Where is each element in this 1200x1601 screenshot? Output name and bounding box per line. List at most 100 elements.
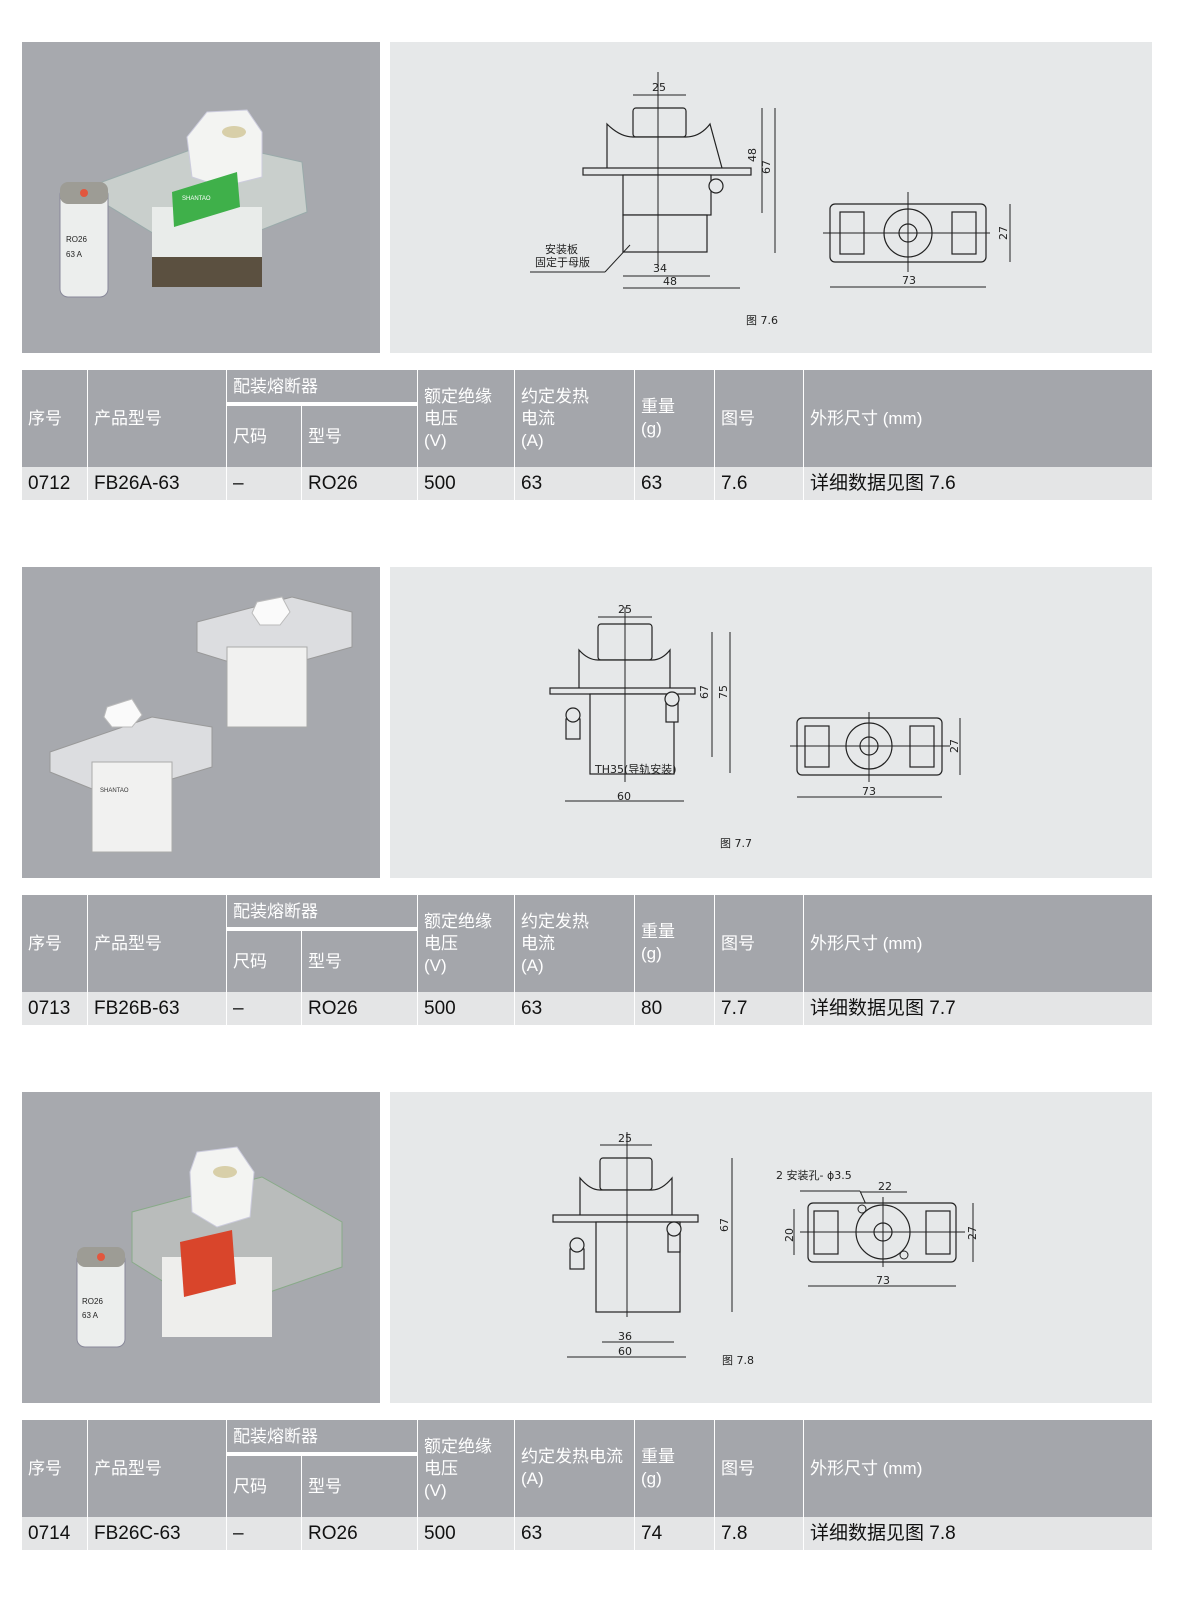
fuse-holder-illustration: RO26 63 A (76, 1146, 343, 1348)
header-dimensions: 外形尺寸 (mm) (804, 1420, 1152, 1517)
spec-table-fb26b: 序号 产品型号 配装熔断器 尺码 型号 额定绝缘电压(V) 约定发热电流(A) … (22, 895, 1152, 1025)
header-weight: 重量(g) (635, 370, 714, 467)
brand-label: SHANTAO (182, 196, 211, 202)
technical-drawing: 25 48 67 34 48 安装板 固定于母版 27 73 图 7.6 (530, 72, 1011, 327)
cell-size: – (227, 992, 301, 1025)
header-voltage: 额定绝缘电压(V) (418, 1420, 514, 1517)
technical-drawing: 25 67 36 60 2 安装孔- ϕ3.5 22 20 27 73 图 7.… (552, 1132, 979, 1367)
cell-fuse-model: RO26 (302, 992, 417, 1025)
dimension-drawing-7-8: 25 67 36 60 2 安装孔- ϕ3.5 22 20 27 73 图 7.… (390, 1092, 1152, 1403)
product-photo-fb26c: RO26 63 A (22, 1092, 380, 1403)
header-dimensions: 外形尺寸 (mm) (804, 370, 1152, 467)
svg-text:RO26: RO26 (66, 235, 87, 244)
figure-caption: 图 7.7 (720, 837, 752, 850)
svg-text:25: 25 (618, 1132, 632, 1145)
header-voltage: 额定绝缘电压(V) (418, 370, 514, 467)
svg-text:67: 67 (718, 1218, 731, 1232)
header-figure: 图号 (715, 370, 803, 467)
header-fuse-model: 型号 (302, 931, 417, 992)
header-size: 尺码 (227, 406, 301, 467)
header-model: 产品型号 (88, 1420, 226, 1517)
header-model: 产品型号 (88, 370, 226, 467)
cell-voltage: 500 (418, 992, 514, 1025)
svg-text:63 A: 63 A (66, 250, 83, 259)
svg-text:固定于母版: 固定于母版 (535, 255, 590, 269)
svg-text:27: 27 (997, 226, 1010, 240)
svg-text:75: 75 (717, 685, 730, 699)
svg-text:2 安装孔- ϕ3.5: 2 安装孔- ϕ3.5 (776, 1168, 852, 1182)
cell-figure: 7.6 (715, 467, 803, 500)
fuse-holder-illustration: SHANTAO RO26 63 A (59, 109, 308, 298)
cell-seq: 0712 (22, 467, 87, 500)
svg-text:60: 60 (618, 1345, 632, 1358)
cell-weight: 80 (635, 992, 714, 1025)
cell-model: FB26A-63 (88, 467, 226, 500)
cell-seq: 0714 (22, 1517, 87, 1550)
header-current: 约定发热电流(A) (515, 370, 634, 467)
fuse-holder-illustration: SHANTAO (49, 596, 353, 853)
svg-text:20: 20 (783, 1228, 796, 1242)
cell-figure: 7.8 (715, 1517, 803, 1550)
dimension-drawing-7-6: 25 48 67 34 48 安装板 固定于母版 27 73 图 7.6 (390, 42, 1152, 353)
cell-voltage: 500 (418, 467, 514, 500)
figure-caption: 图 7.6 (746, 314, 778, 327)
svg-text:27: 27 (948, 739, 961, 753)
cell-voltage: 500 (418, 1517, 514, 1550)
svg-text:60: 60 (617, 790, 631, 803)
svg-text:34: 34 (653, 262, 667, 275)
svg-text:63 A: 63 A (82, 1311, 99, 1320)
svg-text:36: 36 (618, 1330, 632, 1343)
cell-weight: 74 (635, 1517, 714, 1550)
svg-text:SHANTAO: SHANTAO (100, 788, 129, 794)
product-photo-fb26a: SHANTAO RO26 63 A (22, 42, 380, 353)
header-model: 产品型号 (88, 895, 226, 992)
header-size: 尺码 (227, 1456, 301, 1517)
svg-text:67: 67 (698, 685, 711, 699)
cell-fuse-model: RO26 (302, 1517, 417, 1550)
header-voltage: 额定绝缘电压(V) (418, 895, 514, 992)
svg-text:RO26: RO26 (82, 1297, 103, 1306)
svg-text:TH35(导轨安装): TH35(导轨安装) (594, 762, 677, 776)
spec-table-fb26c: 序号 产品型号 配装熔断器 尺码 型号 额定绝缘电压(V) 约定发热电流(A) … (22, 1420, 1152, 1550)
cell-size: – (227, 1517, 301, 1550)
svg-text:48: 48 (746, 148, 759, 162)
header-seq: 序号 (22, 1420, 87, 1517)
dimension-drawing-7-7: 25 67 75 TH35(导轨安装) 60 27 73 图 7.7 (390, 567, 1152, 878)
cell-model: FB26B-63 (88, 992, 226, 1025)
cell-size: – (227, 467, 301, 500)
svg-text:安装板: 安装板 (545, 242, 578, 256)
cell-dimensions: 详细数据见图 7.6 (804, 467, 1152, 500)
header-seq: 序号 (22, 895, 87, 992)
technical-drawing: 25 67 75 TH35(导轨安装) 60 27 73 图 7.7 (549, 603, 961, 850)
cell-figure: 7.7 (715, 992, 803, 1025)
header-size: 尺码 (227, 931, 301, 992)
header-figure: 图号 (715, 1420, 803, 1517)
figure-caption: 图 7.8 (722, 1354, 754, 1367)
cell-current: 63 (515, 992, 634, 1025)
header-current: 约定发热电流(A) (515, 1420, 634, 1517)
header-figure: 图号 (715, 895, 803, 992)
header-fuse-model: 型号 (302, 406, 417, 467)
svg-text:73: 73 (902, 274, 916, 287)
header-seq: 序号 (22, 370, 87, 467)
header-current: 约定发热电流(A) (515, 895, 634, 992)
spec-table-fb26a: 序号 产品型号 配装熔断器 尺码 型号 额定绝缘电压(V) 约定发热电流(A) … (22, 370, 1152, 500)
svg-text:73: 73 (876, 1274, 890, 1287)
svg-text:27: 27 (966, 1226, 979, 1240)
svg-text:25: 25 (652, 81, 666, 94)
header-fuse-group: 配装熔断器 (227, 370, 417, 404)
svg-text:22: 22 (878, 1180, 892, 1193)
svg-text:73: 73 (862, 785, 876, 798)
header-fuse-group: 配装熔断器 (227, 1420, 417, 1454)
header-dimensions: 外形尺寸 (mm) (804, 895, 1152, 992)
cell-seq: 0713 (22, 992, 87, 1025)
header-weight: 重量(g) (635, 1420, 714, 1517)
svg-text:67: 67 (760, 160, 773, 174)
header-weight: 重量(g) (635, 895, 714, 992)
cell-current: 63 (515, 1517, 634, 1550)
cell-weight: 63 (635, 467, 714, 500)
cell-dimensions: 详细数据见图 7.7 (804, 992, 1152, 1025)
header-fuse-group: 配装熔断器 (227, 895, 417, 929)
cell-current: 63 (515, 467, 634, 500)
cell-dimensions: 详细数据见图 7.8 (804, 1517, 1152, 1550)
